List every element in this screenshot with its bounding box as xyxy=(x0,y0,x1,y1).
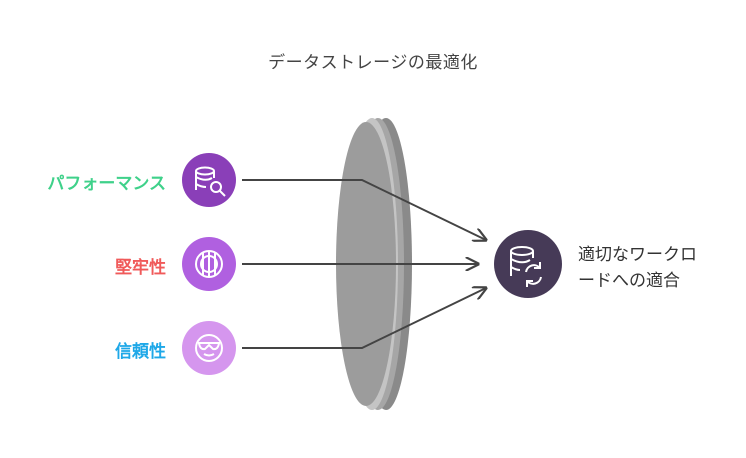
diagram-title: データストレージの最適化 xyxy=(268,53,478,73)
input-node-robustness xyxy=(182,237,236,291)
database-sync-icon xyxy=(510,246,542,287)
output-label-line2: ードへの適合 xyxy=(578,271,680,291)
input-label-robustness: 堅牢性 xyxy=(115,258,166,278)
input-label-performance: パフォーマンス xyxy=(47,174,166,194)
connector-performance xyxy=(242,179,486,240)
output-label-line1: 適切なワークロ xyxy=(578,245,697,265)
shield-grid-icon xyxy=(195,250,223,278)
output-node xyxy=(494,230,562,298)
input-label-reliability: 信頼性 xyxy=(115,342,166,362)
database-search-icon xyxy=(195,166,226,197)
connector-reliability xyxy=(242,288,486,349)
input-node-reliability xyxy=(182,321,236,375)
input-node-performance xyxy=(182,153,236,207)
sunglasses-face-icon xyxy=(195,334,223,362)
output-label: 適切なワークロ ードへの適合 xyxy=(578,242,697,294)
